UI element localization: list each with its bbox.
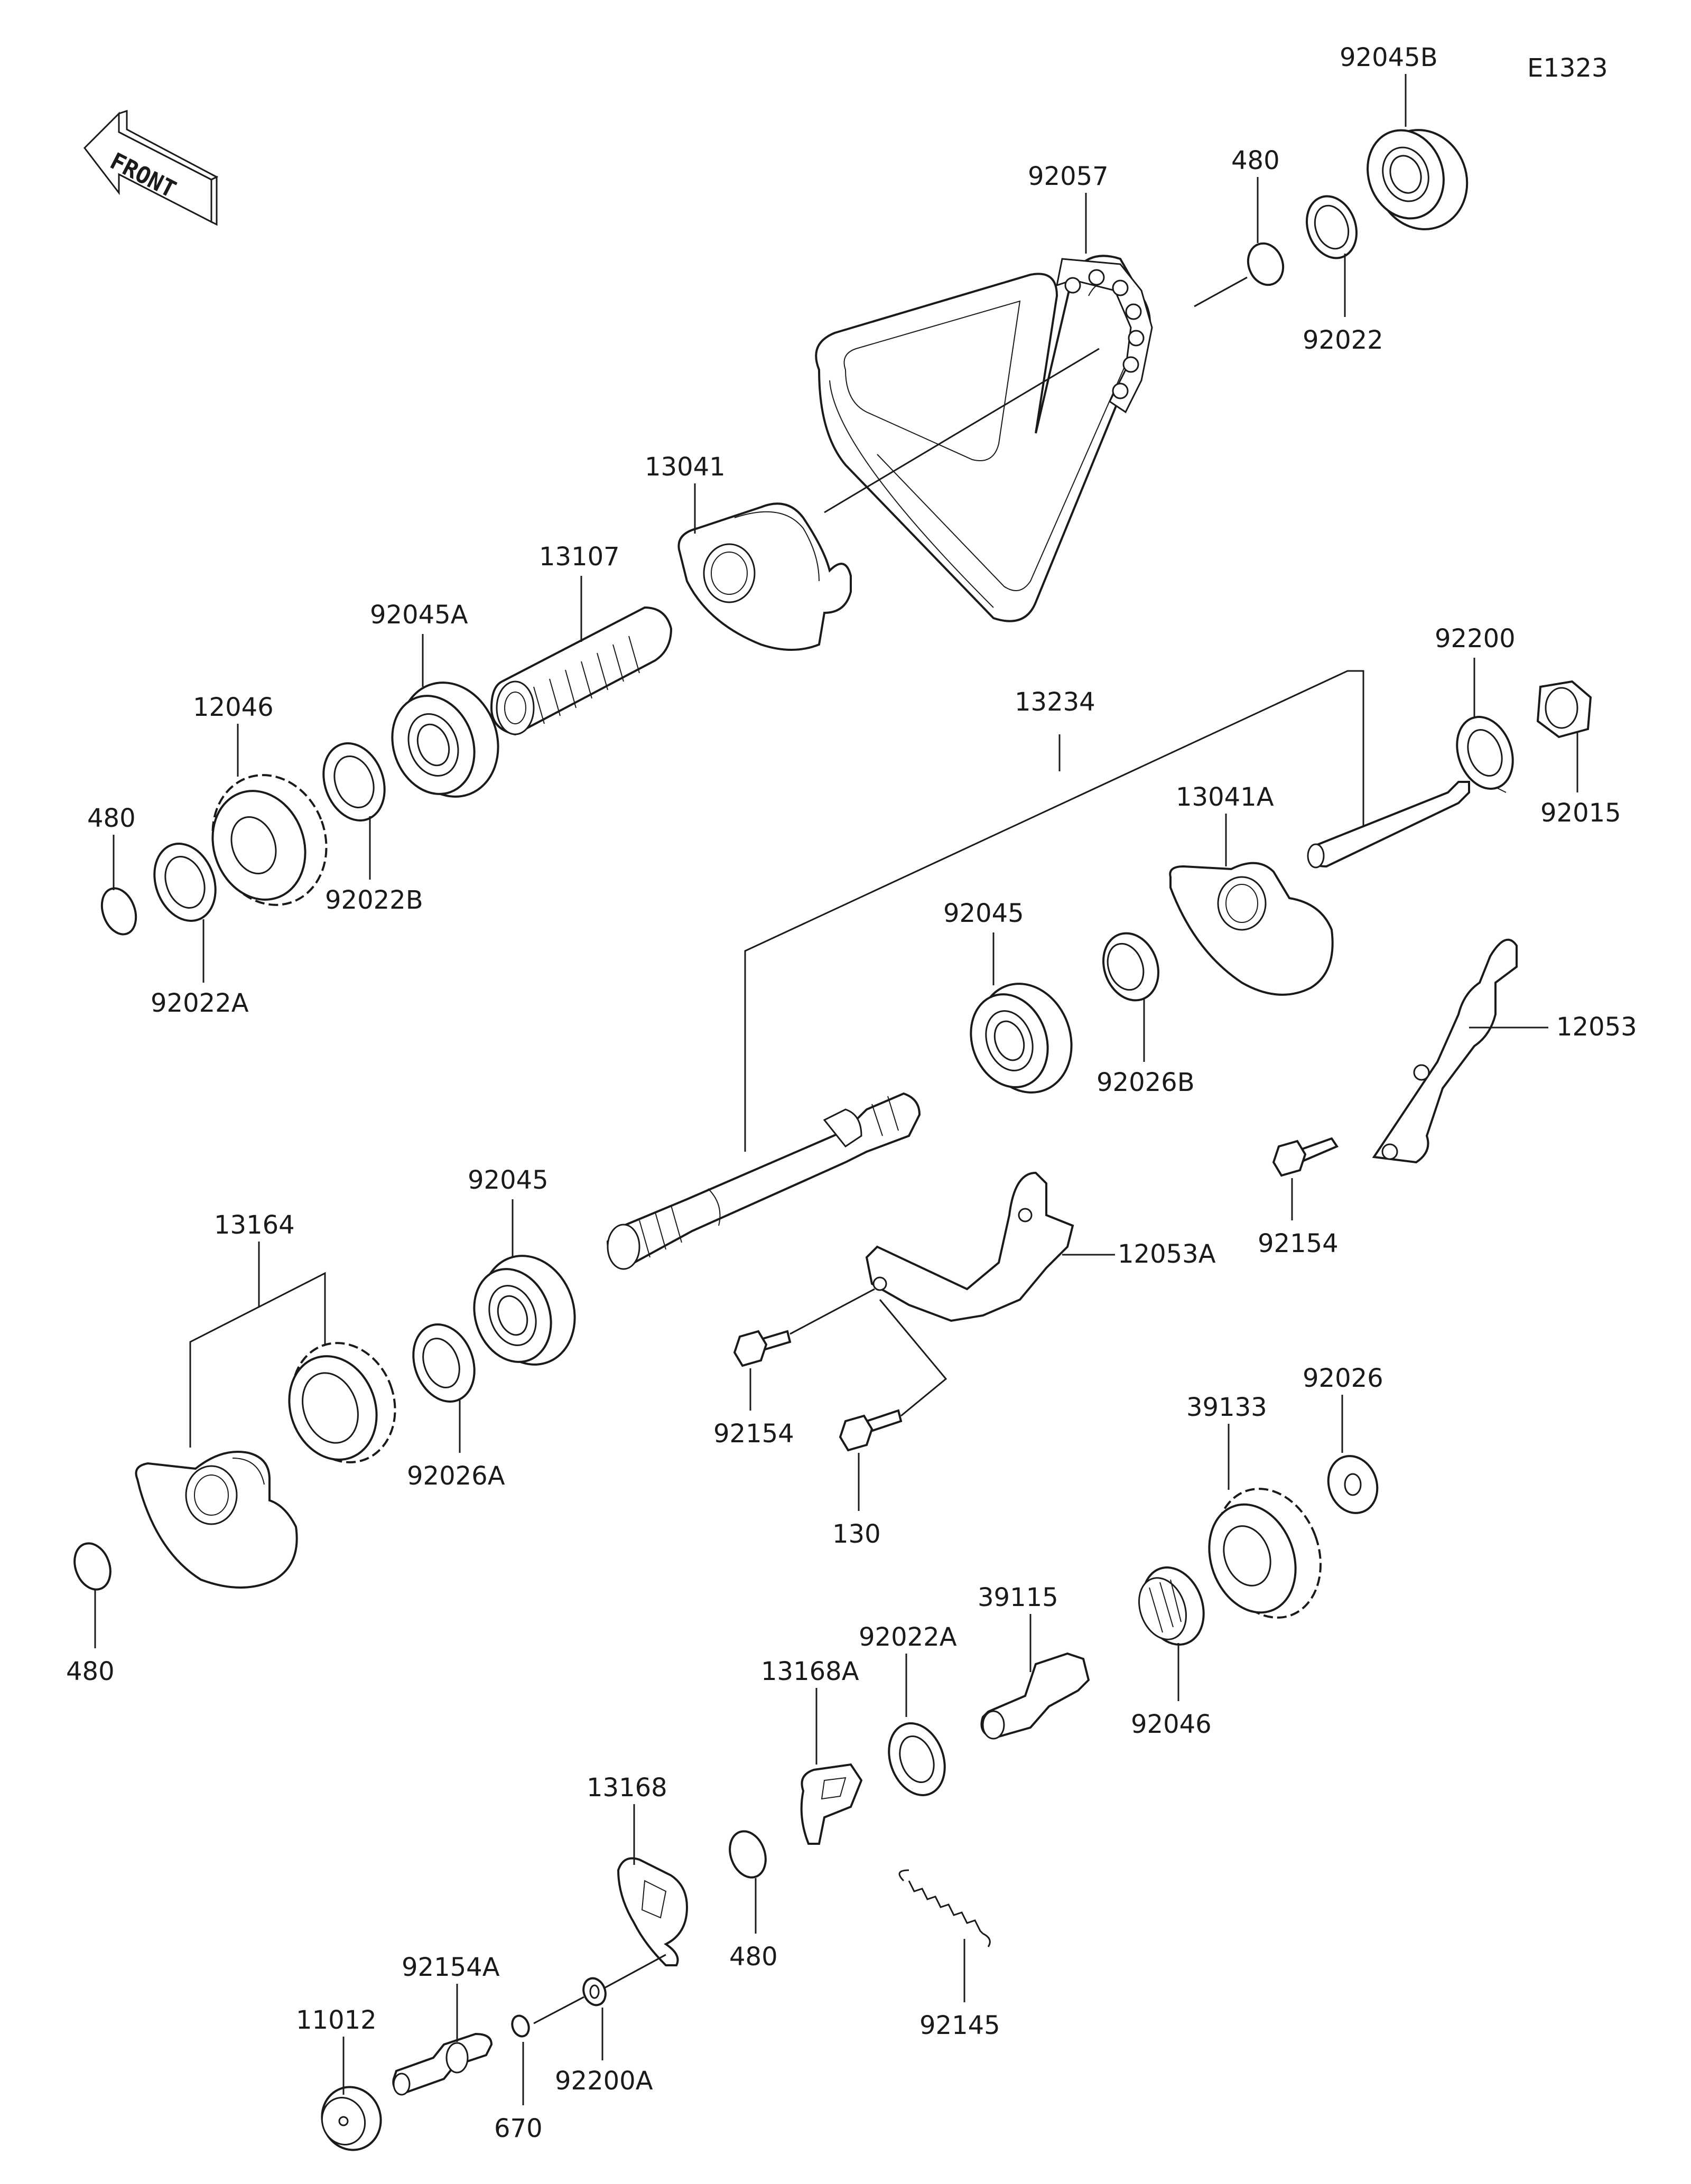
washer-92022B	[322, 742, 386, 822]
bolt-92154A	[392, 2032, 493, 2096]
lockwasher-92200	[1456, 716, 1514, 793]
front-arrow-icon: FRONT	[83, 109, 219, 226]
label-92057: 92057	[1028, 162, 1109, 191]
label-13041: 13041	[645, 452, 726, 482]
label-480-low: 480	[729, 1942, 778, 1972]
cam-13041	[677, 502, 852, 651]
bolt-92154-right	[1272, 1137, 1339, 1177]
label-13168A: 13168A	[761, 1657, 859, 1686]
plate-13168	[617, 1857, 689, 1966]
sleeve-13107	[490, 606, 673, 736]
label-13107: 13107	[539, 542, 620, 572]
washer-92200A	[582, 1977, 607, 2006]
washer-92022A-left	[153, 843, 217, 922]
label-39115: 39115	[978, 1583, 1058, 1612]
bracket-12053A	[865, 1171, 1074, 1322]
label-13168: 13168	[587, 1773, 667, 1803]
label-92022: 92022	[1303, 325, 1383, 355]
label-130: 130	[832, 1519, 881, 1549]
label-12046: 12046	[193, 693, 274, 722]
collar-92026B	[1102, 932, 1159, 1002]
label-92154A: 92154A	[402, 1953, 500, 1982]
circlip-480-left	[100, 887, 137, 936]
shaft-39115	[980, 1652, 1090, 1740]
sprocket-12046	[211, 774, 328, 906]
label-92022B: 92022B	[325, 885, 423, 915]
spring-92145	[898, 1869, 991, 1947]
cam-13164	[135, 1451, 298, 1589]
washer-92026	[1327, 1455, 1379, 1514]
plate-13168A	[800, 1763, 863, 1845]
label-92200A: 92200A	[555, 2066, 653, 2096]
shaft-13234	[606, 1092, 921, 1270]
circlip-480-bl	[73, 1542, 112, 1591]
label-92015: 92015	[1540, 798, 1621, 828]
nut-92015	[1536, 680, 1592, 739]
bearing-92045A	[391, 682, 499, 798]
cap-11012	[321, 2086, 382, 2151]
label-12053: 12053	[1556, 1012, 1637, 1042]
label-92022A-low: 92022A	[859, 1622, 957, 1652]
label-92026B: 92026B	[1097, 1068, 1195, 1097]
label-92045-low: 92045	[468, 1165, 549, 1195]
bolt-130	[839, 1409, 903, 1452]
label-92200: 92200	[1435, 624, 1516, 654]
diagram-code: E1323	[1527, 53, 1608, 83]
label-92045B: 92045B	[1340, 43, 1438, 72]
label-92154-mid: 92154	[713, 1419, 794, 1449]
bearing-92045B	[1367, 129, 1469, 230]
circlip-480-low	[729, 1830, 767, 1879]
label-13041A: 13041A	[1176, 782, 1274, 812]
chain-92057	[815, 255, 1153, 622]
label-480-left: 480	[87, 804, 136, 833]
label-92026A: 92026A	[407, 1461, 505, 1491]
cam-13041A	[1169, 862, 1334, 996]
washer-92022	[1305, 195, 1358, 259]
bolt-92154-mid	[733, 1330, 792, 1367]
label-92154-right: 92154	[1258, 1229, 1339, 1258]
bearing-92045-mid	[970, 983, 1073, 1094]
bracket-12053	[1372, 938, 1518, 1164]
label-39133: 39133	[1186, 1393, 1267, 1422]
stud-bolt	[1307, 781, 1470, 869]
label-92145: 92145	[919, 2011, 1000, 2040]
needle-bearing-92046	[1138, 1566, 1205, 1646]
bearing-92045-low	[473, 1255, 576, 1366]
washer-92022A-low	[888, 1722, 946, 1796]
label-13234: 13234	[1015, 687, 1095, 717]
label-12053A: 12053A	[1118, 1239, 1216, 1269]
label-670: 670	[494, 2114, 543, 2143]
label-11012: 11012	[296, 2005, 377, 2035]
circlip-480-top	[1247, 242, 1285, 286]
label-92026: 92026	[1303, 1364, 1383, 1393]
label-92045A: 92045A	[370, 600, 468, 630]
sprocket-39133	[1208, 1488, 1322, 1619]
label-92045-mid: 92045	[943, 899, 1024, 928]
label-92046: 92046	[1131, 1710, 1212, 1739]
label-480-bl: 480	[66, 1657, 115, 1686]
label-480-top: 480	[1231, 146, 1280, 175]
collar-92026A	[412, 1323, 476, 1403]
label-13164: 13164	[214, 1210, 295, 1240]
sprocket-13164	[288, 1342, 396, 1463]
oring-670	[511, 2014, 530, 2038]
label-92022A-left: 92022A	[151, 988, 249, 1018]
